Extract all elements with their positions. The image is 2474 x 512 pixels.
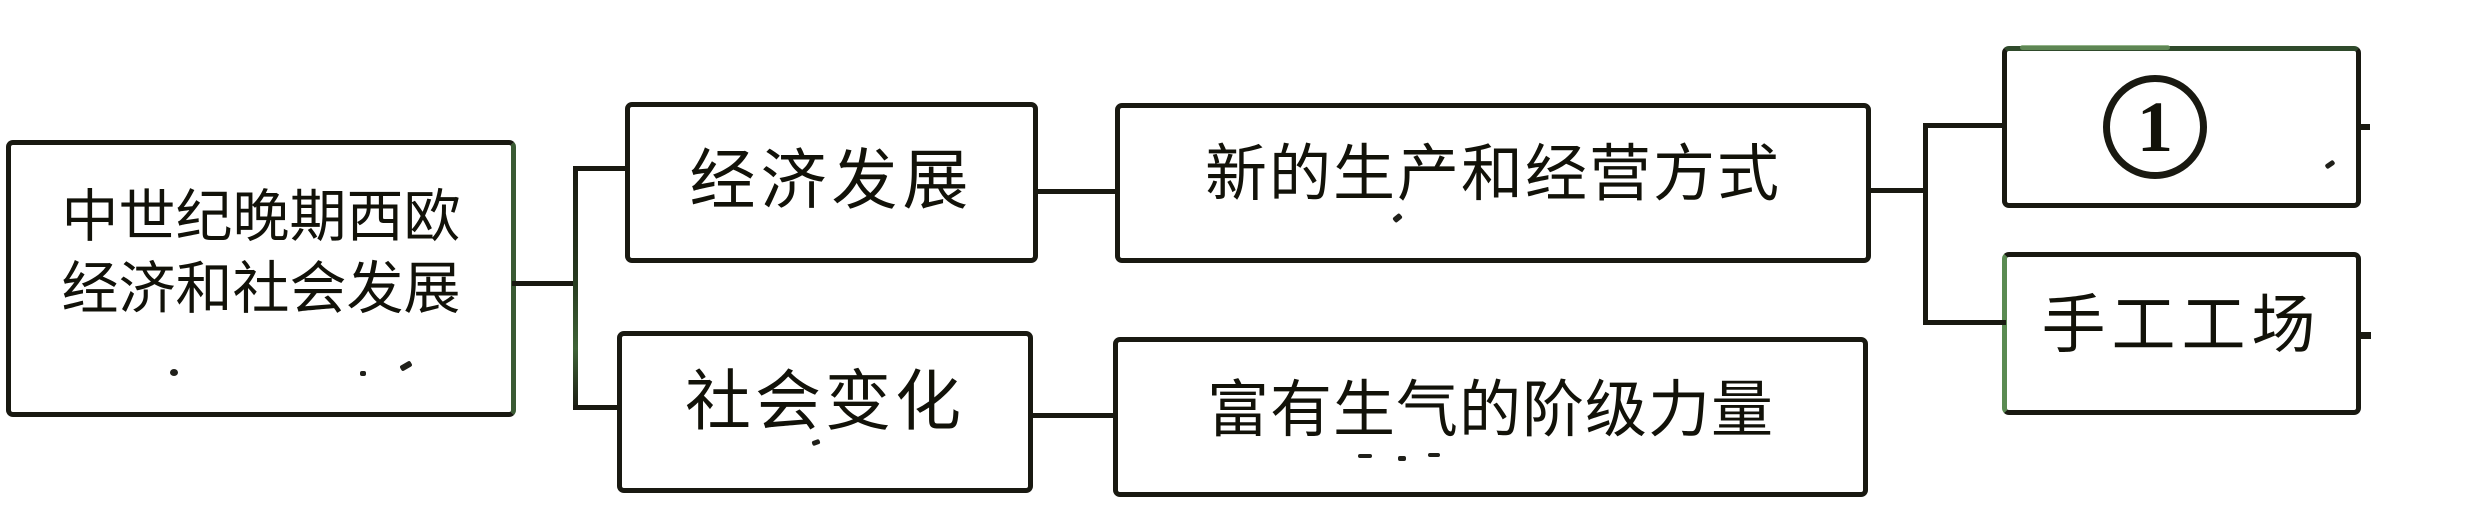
production-box: 新的生产和经营方式: [1115, 103, 1871, 263]
connector-social-to-class: [1029, 413, 1117, 418]
social-change-box: 社会变化: [617, 331, 1033, 493]
connector-production-to-bracket: [1867, 188, 1928, 193]
ink-speck: [1428, 453, 1440, 457]
economy-label: 经济发展: [689, 145, 974, 219]
production-label: 新的生产和经营方式: [1204, 141, 1781, 210]
connector-root-to-bracket: [512, 281, 578, 286]
root-label: 中世纪晚期西欧 经济和社会发展: [62, 182, 461, 325]
social-change-label: 社会变化: [685, 365, 965, 439]
bracket-left-bottom-stub: [573, 405, 621, 410]
bracket-left-top-stub: [573, 166, 628, 171]
class-force-label: 富有生气的阶级力量: [1206, 377, 1774, 446]
ink-speck: [360, 371, 366, 376]
scan-green-smear: [2020, 45, 2170, 50]
root-box: 中世纪晚期西欧 经济和社会发展: [6, 140, 516, 417]
ink-speck: [1358, 454, 1372, 458]
root-label-line2: 经济和社会发展: [61, 257, 461, 321]
bracket-right-bottom-stub: [1923, 320, 2006, 325]
bracket-right-vertical: [1923, 123, 1928, 325]
ink-speck: [1398, 456, 1406, 461]
ink-speck: [170, 369, 178, 376]
circled-one-box: 1: [2002, 46, 2361, 208]
workshop-label: 手工工场: [2041, 289, 2322, 361]
root-label-line1: 中世纪晚期西欧: [61, 186, 461, 250]
class-force-box: 富有生气的阶级力量: [1113, 337, 1868, 497]
circled-number-digit: 1: [2137, 87, 2173, 167]
connector-economy-to-production: [1034, 189, 1119, 194]
bracket-left-vertical: [573, 166, 578, 410]
tick-circled-one-right: [2357, 124, 2370, 130]
economy-box: 经济发展: [625, 102, 1038, 263]
bracket-right-top-stub: [1923, 123, 2006, 128]
workshop-box: 手工工场: [2002, 252, 2361, 415]
circled-number-badge: 1: [2103, 75, 2207, 179]
tick-workshop-right: [2357, 332, 2371, 339]
